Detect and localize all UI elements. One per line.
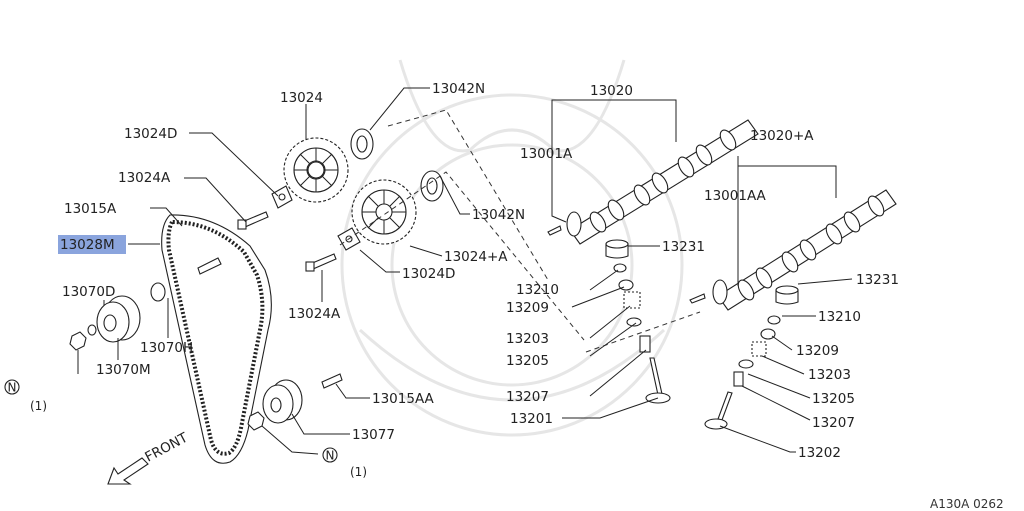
selected-part-highlight [58, 235, 126, 254]
label-13024[interactable]: 13024 [280, 90, 323, 106]
reference-code: A130A 0262 [930, 497, 1004, 511]
circle-marker-bottom: N [322, 447, 338, 463]
label-13001a[interactable]: 13001A [520, 146, 573, 162]
valve-shim-mid[interactable] [613, 263, 627, 273]
label-13210-right[interactable]: 13210 [818, 309, 861, 325]
valve-guide-right[interactable] [733, 371, 744, 387]
label-13205-mid[interactable]: 13205 [506, 353, 549, 369]
label-13201[interactable]: 13201 [510, 411, 553, 427]
label-13203-right[interactable]: 13203 [808, 367, 851, 383]
label-13015aa[interactable]: 13015AA [372, 391, 435, 407]
tensioner-pulley[interactable] [96, 295, 141, 343]
valve-guide-mid[interactable] [639, 335, 651, 353]
label-13024-plus-a[interactable]: 13024+A [444, 249, 508, 265]
leader-lines [77, 87, 853, 455]
label-13028m[interactable]: 13028M [60, 237, 115, 253]
front-label: FRONT [142, 429, 191, 465]
label-13015a[interactable]: 13015A [64, 201, 117, 217]
idler-pulley[interactable] [262, 379, 303, 424]
label-13024d-top[interactable]: 13024D [124, 126, 177, 142]
tensioner-stud[interactable] [197, 257, 222, 275]
label-13070d[interactable]: 13070D [62, 284, 115, 300]
timing-belt[interactable] [161, 214, 272, 464]
label-qty-left: (1) [30, 399, 47, 413]
label-13024d-mid[interactable]: 13024D [402, 266, 455, 282]
valve-lifter-right[interactable] [775, 285, 799, 305]
label-13202[interactable]: 13202 [798, 445, 841, 461]
label-13020[interactable]: 13020 [590, 83, 633, 99]
label-13001aa[interactable]: 13001AA [704, 188, 767, 204]
label-qty-bottom: (1) [350, 465, 367, 479]
camshaft-lower[interactable] [689, 189, 897, 311]
camshaft-upper[interactable] [547, 119, 759, 245]
sprocket-bolt-lower[interactable] [305, 253, 337, 272]
tensioner-washer[interactable] [87, 324, 97, 336]
front-arrow-icon [107, 457, 149, 485]
label-13024a-bottom[interactable]: 13024A [288, 306, 341, 322]
label-13070m[interactable]: 13070M [96, 362, 151, 378]
camshaft-sprocket-upper[interactable] [283, 137, 349, 203]
svg-text:N: N [326, 449, 335, 463]
label-13231-mid[interactable]: 13231 [662, 239, 705, 255]
idler-stud[interactable] [321, 373, 343, 389]
label-13070h[interactable]: 13070H [140, 340, 193, 356]
exhaust-valve[interactable] [704, 391, 733, 430]
camshaft-sprocket-lower[interactable] [351, 179, 417, 245]
oil-seal-upper[interactable] [350, 128, 374, 160]
sprocket-plate-upper[interactable] [271, 185, 293, 209]
label-13024a-top[interactable]: 13024A [118, 170, 171, 186]
label-13077[interactable]: 13077 [352, 427, 395, 443]
valve-spring-mid[interactable] [623, 291, 641, 309]
sprocket-bolt-upper[interactable] [237, 211, 269, 230]
label-13209-mid[interactable]: 13209 [506, 300, 549, 316]
label-13205-right[interactable]: 13205 [812, 391, 855, 407]
oil-seal-lower[interactable] [420, 170, 444, 202]
valve-seat-right[interactable] [738, 359, 754, 369]
valve-retainer-right[interactable] [760, 328, 776, 340]
label-13207-right[interactable]: 13207 [812, 415, 855, 431]
valve-seat-mid[interactable] [626, 317, 642, 327]
label-13231-right[interactable]: 13231 [856, 272, 899, 288]
label-13203-mid[interactable]: 13203 [506, 331, 549, 347]
valve-lifter-mid[interactable] [605, 239, 629, 259]
tensioner-nut[interactable] [69, 331, 87, 351]
circle-marker-left: N [4, 379, 20, 395]
label-13210-mid[interactable]: 13210 [516, 282, 559, 298]
label-13020a[interactable]: 13020+A [750, 128, 814, 144]
callout-labels: 13024 13042N 13020 13024D 13001A 13020+A… [4, 81, 899, 479]
watermark-emblem [340, 59, 684, 437]
svg-text:N: N [8, 381, 17, 395]
label-13209-right[interactable]: 13209 [796, 343, 839, 359]
label-13207-mid[interactable]: 13207 [506, 389, 549, 405]
tensioner-spring[interactable] [150, 282, 166, 302]
valve-shim-right[interactable] [767, 315, 781, 325]
label-13042n-top[interactable]: 13042N [432, 81, 485, 97]
valve-spring-right[interactable] [751, 341, 767, 357]
label-13042n-mid[interactable]: 13042N [472, 207, 525, 223]
